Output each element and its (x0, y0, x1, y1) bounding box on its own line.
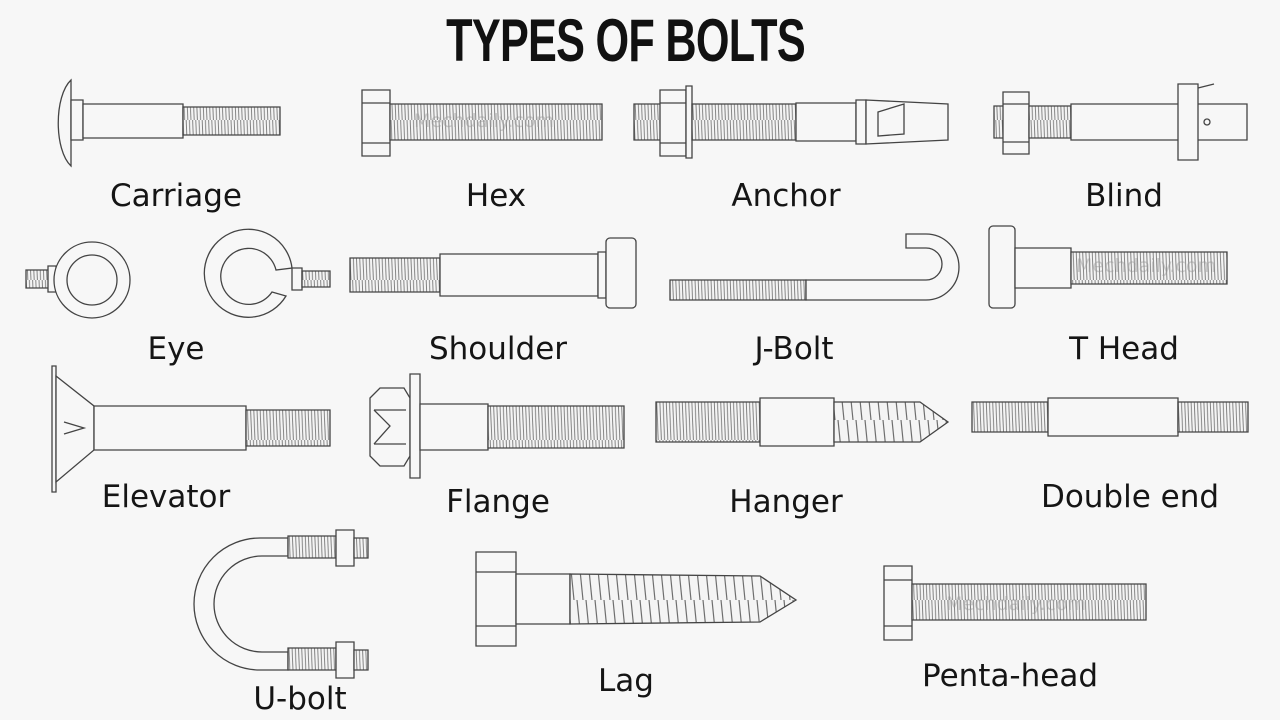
blind-bolt-illustration (994, 84, 1247, 160)
watermark-text: Mechdaily.com (1076, 255, 1216, 277)
hanger-label: Hanger (729, 484, 843, 520)
j-bolt-illustration (670, 234, 959, 300)
elevator-label: Elevator (101, 479, 231, 515)
hex-label: Hex (465, 178, 527, 214)
watermark-text: Mechdaily.com (946, 593, 1086, 615)
shoulder-bolt-illustration (350, 238, 636, 308)
penta-head-label: Penta-head (921, 658, 1099, 694)
u-bolt-illustration (194, 530, 368, 678)
elevator-bolt-illustration (52, 366, 330, 492)
lag-bolt-illustration (476, 552, 796, 646)
hanger-bolt-illustration (656, 398, 948, 446)
hex-bolt-illustration (362, 90, 602, 156)
t-head-label: T Head (1069, 331, 1179, 367)
lag-label: Lag (598, 663, 654, 699)
watermark-text: Mechdaily.com (414, 110, 554, 132)
u-bolt-label: U-bolt (253, 681, 347, 717)
blind-label: Blind (1085, 178, 1163, 214)
carriage-bolt-illustration (58, 80, 280, 166)
flange-bolt-illustration (370, 374, 624, 478)
flange-label: Flange (446, 484, 550, 520)
double-end-label: Double end (1040, 479, 1220, 515)
carriage-label: Carriage (110, 178, 242, 214)
shoulder-label: Shoulder (428, 331, 568, 367)
penta-head-bolt-illustration (884, 566, 1146, 640)
eye-bolt-illustration (26, 229, 330, 318)
j-bolt-label: J-Bolt (754, 331, 834, 367)
eye-label: Eye (147, 331, 205, 367)
anchor-label: Anchor (731, 178, 841, 214)
page-title: TYPES OF BOLTS (446, 7, 805, 74)
double-end-bolt-illustration (972, 398, 1248, 436)
anchor-bolt-illustration (634, 86, 948, 158)
t-head-bolt-illustration (989, 226, 1227, 308)
